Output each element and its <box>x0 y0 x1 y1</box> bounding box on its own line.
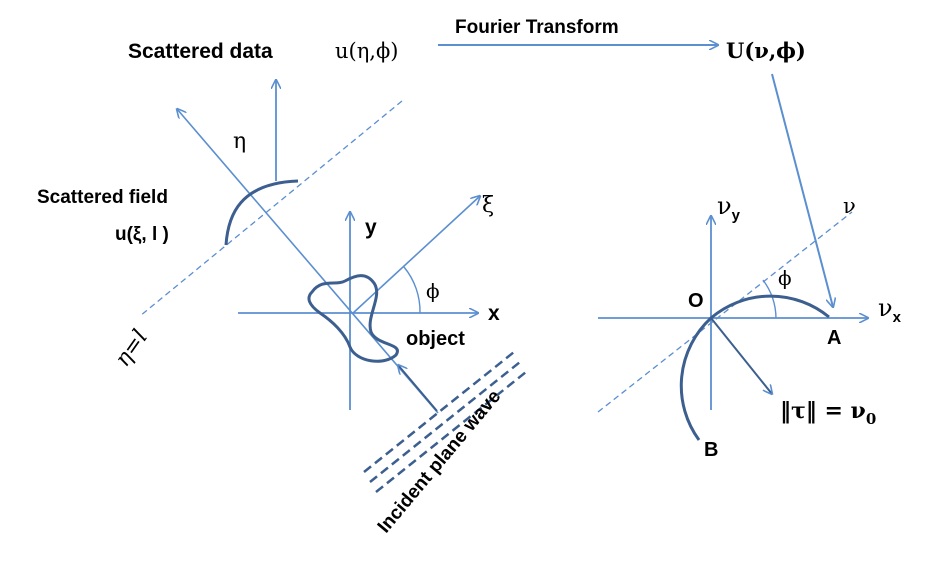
point-a-label: A <box>827 327 841 349</box>
fourier-transform-label: Fourier Transform <box>455 17 619 38</box>
eta-axis <box>177 109 439 414</box>
object-shape <box>307 274 399 363</box>
scattered-data-function: u(η,ϕ) <box>335 39 398 63</box>
plane-wave-line <box>375 371 527 493</box>
tau-arrow <box>710 317 772 394</box>
ewald-arc <box>679 294 830 441</box>
scattered-field-curve <box>224 179 299 246</box>
fourier-to-a-arrow <box>771 73 833 307</box>
fourier-function-label: U(ν,ϕ) <box>726 38 806 63</box>
phi-label-right: ϕ <box>778 266 792 290</box>
point-b-label: B <box>704 439 718 461</box>
nu-x-label: νx <box>878 294 902 326</box>
plane-wave-line <box>369 361 521 483</box>
eta-equals-l-label: η=l <box>110 325 153 371</box>
scattered-field-label: Scattered field <box>37 187 168 208</box>
y-axis-label: y <box>365 216 377 239</box>
tau-norm-label: ‖τ‖ = ν0 <box>780 398 876 428</box>
scattered-data-label: Scattered data <box>128 40 273 63</box>
plane-wave-lines <box>363 351 527 493</box>
nu-axis-label: ν <box>843 194 856 218</box>
plane-wave-line <box>363 351 515 473</box>
nu-y-label: νy <box>717 192 741 224</box>
point-o-label: O <box>688 290 704 312</box>
object-label: object <box>406 328 465 350</box>
incident-wave-arrow <box>398 365 438 412</box>
phi-arc-right <box>762 279 777 319</box>
xi-axis <box>351 196 480 315</box>
scattered-field-function: u(ξ, l ) <box>115 224 169 245</box>
phi-label-left: ϕ <box>426 279 440 303</box>
x-axis-label: x <box>488 302 500 325</box>
xi-axis-label: ξ <box>482 193 494 218</box>
nu-dashed-line <box>597 211 853 413</box>
eta-equals-l-line <box>139 100 403 317</box>
eta-axis-label: η <box>233 129 246 154</box>
phi-arc-left <box>403 266 421 314</box>
